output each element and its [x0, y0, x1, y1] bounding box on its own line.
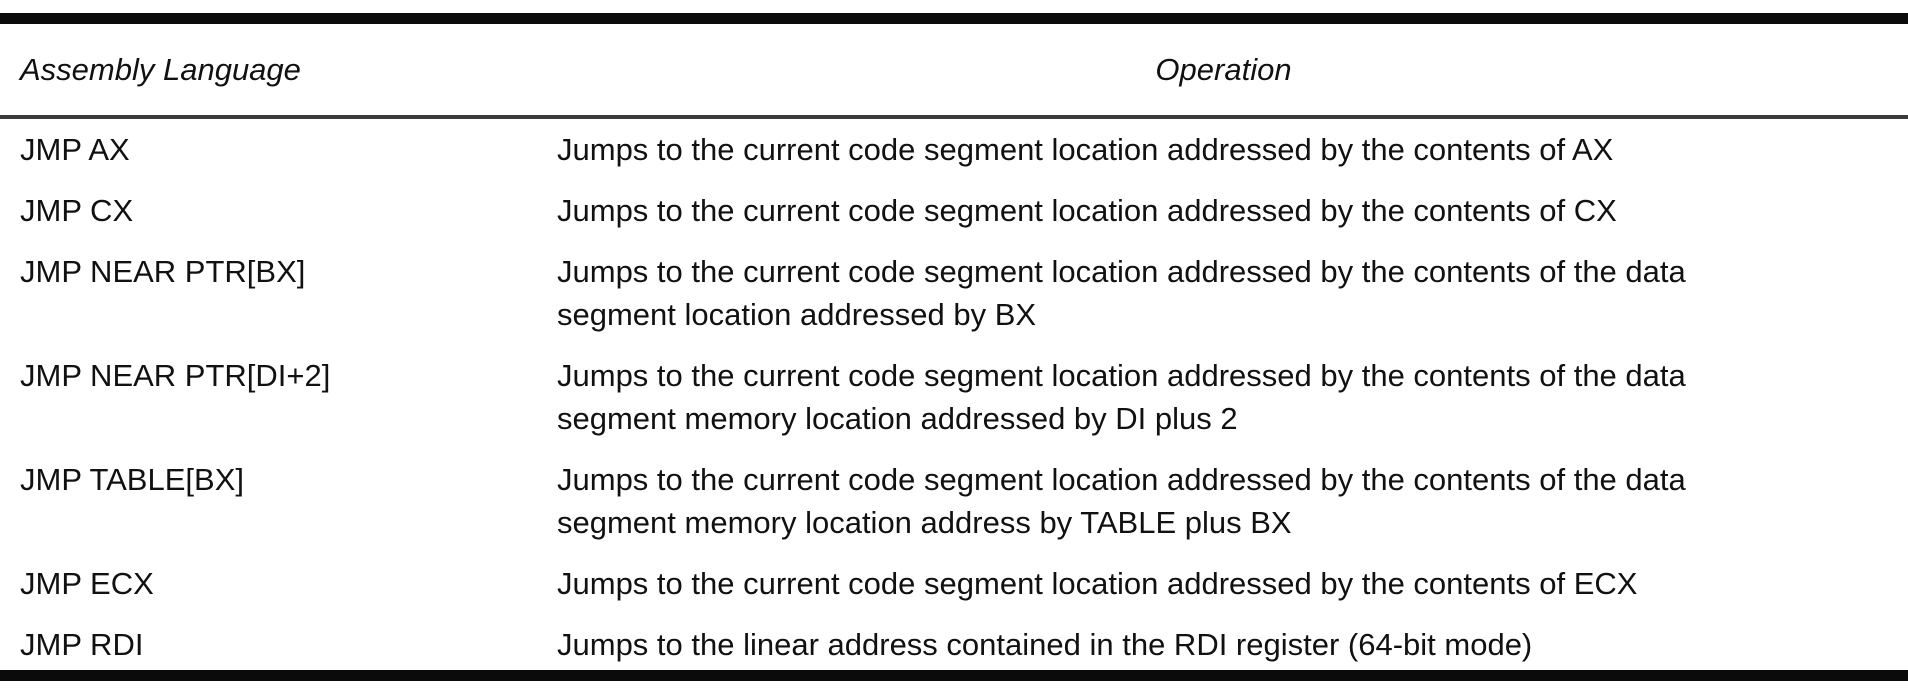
operation-cell: Jumps to the current code segment locati… — [556, 117, 1908, 180]
table-row: JMP CX Jumps to the current code segment… — [0, 180, 1908, 241]
operation-cell: Jumps to the current code segment locati… — [556, 553, 1908, 614]
operation-cell: Jumps to the current code segment locati… — [556, 241, 1908, 345]
jmp-instruction-table: Assembly Language Operation JMP AX Jumps… — [0, 24, 1908, 675]
table-header: Assembly Language Operation — [0, 24, 1908, 119]
table-row: JMP AX Jumps to the current code segment… — [0, 117, 1908, 180]
asm-cell: JMP NEAR PTR[BX] — [20, 254, 306, 289]
table-row: JMP NEAR PTR[BX] Jumps to the current co… — [0, 241, 1908, 345]
operation-cell: Jumps to the current code segment locati… — [556, 449, 1908, 553]
asm-cell: JMP ECX — [20, 566, 154, 601]
asm-cell: JMP RDI — [20, 627, 144, 662]
asm-cell: JMP CX — [20, 193, 134, 228]
header-row: Assembly Language Operation — [0, 24, 1908, 119]
operation-line: segment memory location address by TABLE… — [557, 505, 1292, 540]
asm-cell: JMP AX — [20, 132, 130, 167]
operation-line: Jumps to the current code segment locati… — [557, 132, 1614, 167]
table-top-rule — [0, 13, 1908, 24]
operation-line: Jumps to the current code segment locati… — [557, 254, 1686, 289]
operation-line: Jumps to the current code segment locati… — [557, 462, 1686, 497]
asm-cell: JMP TABLE[BX] — [20, 462, 244, 497]
table-body: JMP AX Jumps to the current code segment… — [0, 117, 1908, 675]
operation-cell: Jumps to the current code segment locati… — [556, 180, 1908, 241]
operation-line: Jumps to the current code segment locati… — [557, 358, 1686, 393]
column-header-operation: Operation — [556, 24, 1908, 119]
asm-cell: JMP NEAR PTR[DI+2] — [20, 358, 331, 393]
operation-cell: Jumps to the current code segment locati… — [556, 345, 1908, 449]
column-header-assembly-language: Assembly Language — [0, 24, 556, 119]
operation-cell: Jumps to the linear address contained in… — [556, 614, 1908, 675]
table-row: JMP TABLE[BX] Jumps to the current code … — [0, 449, 1908, 553]
operation-line: Jumps to the linear address contained in… — [557, 627, 1533, 662]
operation-line: segment location addressed by BX — [557, 297, 1037, 332]
table-row: JMP ECX Jumps to the current code segmen… — [0, 553, 1908, 614]
operation-line: Jumps to the current code segment locati… — [557, 566, 1638, 601]
table-row: JMP NEAR PTR[DI+2] Jumps to the current … — [0, 345, 1908, 449]
table-row: JMP RDI Jumps to the linear address cont… — [0, 614, 1908, 675]
operation-line: segment memory location addressed by DI … — [557, 401, 1238, 436]
operation-line: Jumps to the current code segment locati… — [557, 193, 1617, 228]
table-bottom-rule — [0, 670, 1908, 681]
